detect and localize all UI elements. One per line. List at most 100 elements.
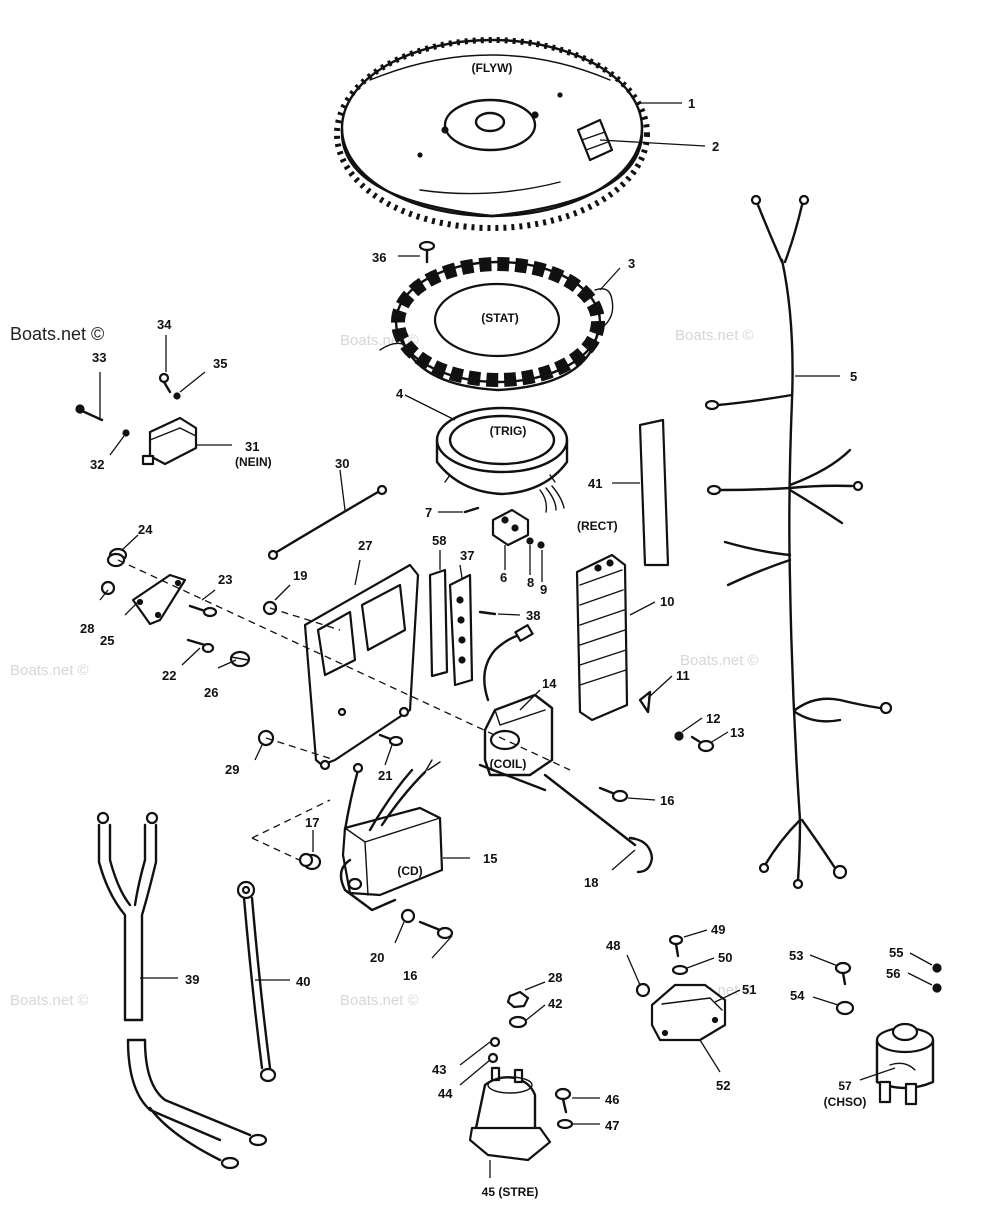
- callout-33: 33: [92, 350, 106, 365]
- callout-38: 38: [526, 608, 540, 623]
- callout-9: 9: [540, 582, 547, 597]
- callout-11: 11: [676, 668, 690, 683]
- terminal-block-10: [575, 553, 629, 722]
- screw-21: [378, 733, 404, 747]
- screw-23: [188, 604, 218, 618]
- stator: [379, 257, 614, 392]
- callout-42: 42: [548, 996, 562, 1011]
- callout-35: 35: [213, 356, 227, 371]
- callout-16: 16: [403, 968, 417, 983]
- callout-39: 39: [185, 972, 199, 987]
- screw-16-cd: [418, 920, 454, 940]
- callout-54: 54: [790, 988, 805, 1003]
- washer-44: [487, 1052, 499, 1064]
- washer-50: [671, 964, 689, 976]
- neutral-interlock-switch: [141, 416, 198, 466]
- callout-19: 19: [293, 568, 307, 583]
- watermark-faint: Boats.net ©: [10, 662, 89, 679]
- label-cd: (CD): [397, 864, 422, 878]
- regulator-51: [650, 983, 727, 1042]
- nut-48: [635, 982, 651, 998]
- callout-4: 4: [396, 386, 404, 401]
- callout-31: 31: [245, 439, 259, 454]
- clip-11: [638, 690, 652, 714]
- callout-2: 2: [712, 139, 719, 154]
- grommet-17: [298, 852, 322, 871]
- callout-16: 16: [660, 793, 674, 808]
- callout-25: 25: [100, 633, 114, 648]
- callout-43: 43: [432, 1062, 446, 1077]
- callout-46: 46: [605, 1092, 619, 1107]
- starter-solenoid: [468, 1066, 552, 1162]
- callout-49: 49: [711, 922, 725, 937]
- cd-module: [339, 759, 444, 912]
- terminal-block-37: [448, 573, 474, 687]
- screw-16-coil: [598, 786, 629, 803]
- callout-6: 6: [500, 570, 507, 585]
- callout-32: 32: [90, 457, 104, 472]
- insulating-strip: [638, 418, 670, 567]
- washer-56: [932, 983, 942, 993]
- callout-1: 1: [688, 96, 695, 111]
- callout-34: 34: [157, 317, 172, 332]
- washer-20: [400, 908, 416, 924]
- watermark-main: Boats.net ©: [10, 324, 104, 344]
- callout-18: 18: [584, 875, 598, 890]
- callout-numbers: 1 2 3 4 5 6 7 8 9 10 11 12 13 14 15 16 1…: [80, 96, 903, 1133]
- callout-22: 22: [162, 668, 176, 683]
- label-nein: (NEIN): [235, 455, 272, 469]
- screw-7: [463, 506, 480, 514]
- washer-12: [674, 731, 684, 741]
- watermark-faint: Boats.net ©: [10, 992, 89, 1009]
- callout-7: 7: [425, 505, 432, 520]
- screw-53: [834, 961, 852, 986]
- callout-28: 28: [548, 970, 562, 985]
- bracket-25: [131, 573, 187, 626]
- callout-21: 21: [378, 768, 392, 783]
- label-stre: 45 (STRE): [482, 1185, 539, 1199]
- screw-38: [478, 610, 497, 616]
- choke-solenoid: [875, 1022, 935, 1106]
- nut-9: [537, 541, 545, 549]
- callout-58: 58: [432, 533, 446, 548]
- callout-29: 29: [225, 762, 239, 777]
- label-coil: (COIL): [490, 757, 527, 771]
- label-trig: (TRIG): [490, 424, 527, 438]
- watermark-faint: Boats.net ©: [680, 652, 759, 669]
- screw-13: [690, 735, 715, 753]
- label-flyw: (FLYW): [472, 61, 513, 75]
- callout-41: 41: [588, 476, 602, 491]
- terminal-strip-58: [428, 568, 449, 678]
- callout-51: 51: [742, 982, 756, 997]
- callout-10: 10: [660, 594, 674, 609]
- label-chso: (CHSO): [824, 1095, 867, 1109]
- nut-28-right: [506, 990, 530, 1009]
- lockwasher-42: [508, 1015, 528, 1029]
- callout-48: 48: [606, 938, 620, 953]
- ground-lead-30: [267, 484, 388, 561]
- callout-47: 47: [605, 1118, 619, 1133]
- callout-52: 52: [716, 1078, 730, 1093]
- flywheel: [334, 37, 650, 231]
- callout-37: 37: [460, 548, 474, 563]
- callout-36: 36: [372, 250, 386, 265]
- washer-32: [122, 429, 130, 437]
- screw-34: [158, 372, 172, 394]
- wiring-harness: [704, 194, 893, 890]
- washer-54: [835, 1000, 855, 1016]
- callout-14: 14: [542, 676, 557, 691]
- high-tension-lead-18: [543, 773, 654, 874]
- callout-44: 44: [438, 1086, 453, 1101]
- callout-53: 53: [789, 948, 803, 963]
- watermark-faint: Boats.net ©: [675, 327, 754, 344]
- nut-28-left: [100, 580, 116, 596]
- label-rect: (RECT): [577, 519, 618, 533]
- screw-22: [186, 638, 215, 654]
- assembly-line: [265, 737, 336, 761]
- callout-23: 23: [218, 572, 232, 587]
- nut-43: [489, 1036, 501, 1048]
- washer-35: [173, 392, 181, 400]
- watermark-faint: Boats.net ©: [340, 992, 419, 1009]
- grommet-24: [106, 547, 128, 568]
- battery-cable-40: [236, 880, 277, 1083]
